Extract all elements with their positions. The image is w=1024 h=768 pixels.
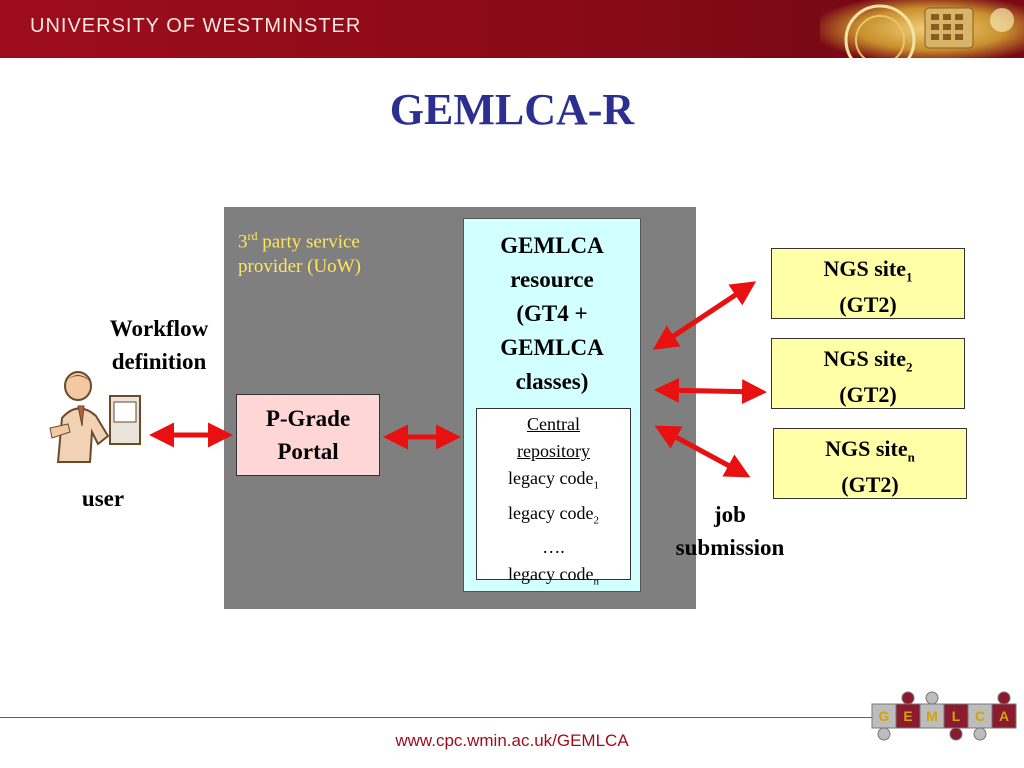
pgrade-portal-box: P-Grade Portal	[236, 394, 380, 476]
footer-url-link[interactable]: www.cpc.wmin.ac.uk/GEMLCA	[395, 731, 629, 750]
service-provider-label: 3rd party service provider (UoW)	[238, 224, 408, 279]
logo-letter: A	[999, 708, 1009, 724]
legacy-code-item: legacy coden	[508, 564, 599, 588]
legacy-code-item: legacy code2	[508, 502, 599, 527]
provider-ordinal-number: 3	[238, 231, 248, 253]
footer-divider	[0, 717, 880, 718]
repository-heading-line: repository	[517, 441, 590, 461]
slide-title: GEMLCA-R	[389, 85, 635, 134]
workflow-definition-label: Workflow definition	[109, 316, 209, 374]
legacy-code-ellipsis: ….	[542, 537, 565, 558]
university-name: UNIVERSITY OF WESTMINSTER	[30, 15, 362, 37]
ngs-site-name: NGS site1	[823, 256, 913, 285]
ngs-site-box-2: NGS site2 (GT2)	[771, 338, 965, 409]
gemlca-resource-title: GEMLCA resource (GT4 + GEMLCA classes)	[463, 229, 641, 399]
gemlca-title-line: GEMLCA	[500, 233, 604, 258]
gemlca-title-line: (GT4 +	[516, 301, 588, 326]
legacy-code-item: legacy code1	[508, 468, 599, 492]
header-banner: UNIVERSITY OF WESTMINSTER	[0, 0, 1024, 58]
gemlca-puzzle-logo: G E M L C A	[871, 691, 1017, 741]
provider-ordinal-suffix: rd	[247, 229, 258, 243]
provider-description: party service provider (UoW)	[238, 231, 361, 278]
ngs-site-name: NGS siten	[825, 436, 915, 465]
ngs-site-box-1: NGS site1 (GT2)	[771, 248, 965, 319]
gemlca-title-line: GEMLCA	[500, 335, 604, 360]
header-decoration-image	[820, 0, 1024, 58]
ngs-site-grid: (GT2)	[839, 292, 897, 318]
gemlca-title-line: classes)	[515, 369, 589, 394]
ngs-site-grid: (GT2)	[841, 472, 899, 498]
repository-heading-line: Central	[527, 414, 580, 434]
portal-line: P-Grade	[265, 406, 351, 431]
user-at-computer-icon	[49, 371, 141, 463]
logo-letter: G	[879, 708, 890, 724]
ngs-site-box-n: NGS siten (GT2)	[773, 428, 967, 499]
central-repository-box: Central repository legacy code1 legacy c…	[476, 408, 631, 588]
gemlca-title-line: resource	[510, 267, 594, 292]
ngs-site-name: NGS site2	[823, 346, 913, 375]
portal-line: Portal	[277, 439, 339, 464]
logo-letter: M	[926, 708, 938, 724]
logo-letter: C	[975, 708, 985, 724]
logo-letter: L	[952, 708, 961, 724]
ngs-site-grid: (GT2)	[839, 382, 897, 408]
job-submission-label: job submission	[675, 502, 785, 560]
logo-letter: E	[903, 708, 912, 724]
user-label: user	[81, 486, 125, 511]
